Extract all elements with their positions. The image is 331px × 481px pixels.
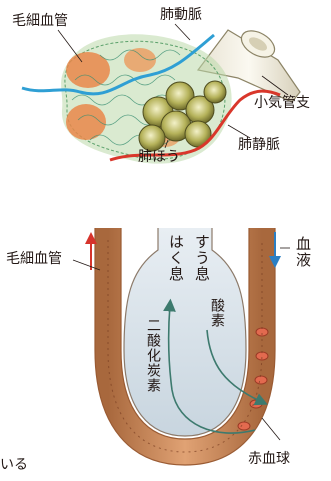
label-bronchiole: 小気管支 [254, 96, 310, 110]
label-alveolus: 肺ほう [138, 150, 180, 164]
alveolus-section [95, 228, 275, 465]
label-oxygen: 酸素 [210, 298, 224, 328]
alveolus-sphere [139, 125, 165, 151]
label-pulmonary-artery: 肺動脈 [160, 8, 202, 22]
label-inhale: すう息 [194, 234, 209, 282]
partial-text: いる [0, 458, 28, 472]
label-pulmonary-vein: 肺静脈 [238, 138, 280, 152]
label-co2: 二酸化炭素 [146, 318, 160, 393]
label-blood: 血液 [295, 236, 310, 268]
label-capillary-bottom: 毛細血管 [6, 252, 62, 266]
label-capillary-top: 毛細血管 [12, 14, 68, 28]
alveolus-sphere [204, 81, 226, 103]
label-exhale: はく息 [168, 234, 183, 282]
alveolus-air-space [124, 228, 246, 436]
label-rbc: 赤血球 [248, 452, 290, 466]
